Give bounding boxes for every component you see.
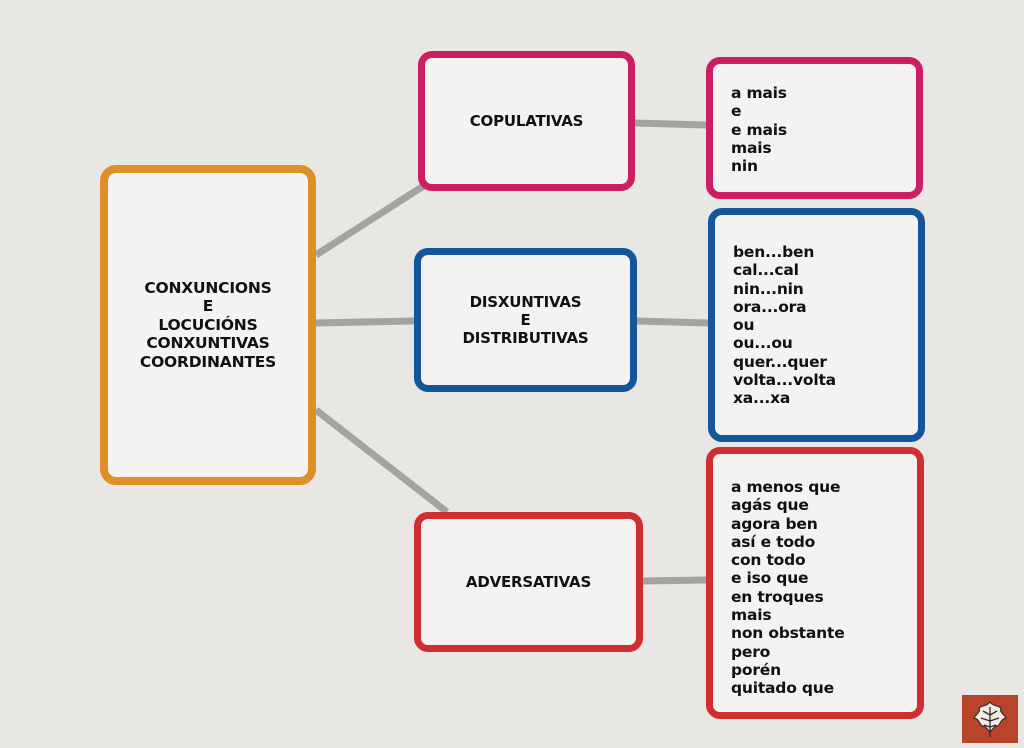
examples-list-copulativas: a mais e e mais mais nin	[706, 57, 923, 199]
list-item: non obstante	[731, 624, 845, 643]
root-title-line: E	[202, 297, 214, 316]
list-item: agás que	[731, 496, 809, 515]
list-item: mais	[731, 138, 772, 157]
list-item: xa...xa	[733, 389, 791, 408]
root-title: CONXUNCIONS E LOCUCIÓNS CONXUNTIVAS COOR…	[140, 279, 276, 372]
root-node: CONXUNCIONS E LOCUCIÓNS CONXUNTIVAS COOR…	[100, 165, 316, 485]
list-item: nin...nin	[733, 279, 804, 298]
list-item: a mais	[731, 84, 787, 102]
list-item: porén	[731, 660, 781, 679]
category-title-line: DISTRIBUTIVAS	[462, 329, 589, 347]
category-title-line: E	[520, 311, 531, 329]
category-title: COPULATIVAS	[470, 112, 584, 130]
root-title-line: COORDINANTES	[139, 352, 277, 371]
root-title-line: CONXUNCIONS	[144, 278, 272, 297]
list-item: ora...ora	[733, 297, 807, 316]
examples-list-disxuntivas: ben...ben cal...cal nin...nin ora...ora …	[708, 208, 925, 442]
connector-disxuntivas-list	[636, 317, 709, 327]
list-item: e iso que	[731, 569, 809, 588]
connector-root-adversativas	[313, 407, 450, 515]
category-node-copulativas: COPULATIVAS	[418, 51, 635, 191]
examples-list: a mais e e mais mais nin	[713, 64, 916, 175]
list-item: en troques	[731, 587, 824, 606]
category-node-disxuntivas: DISXUNTIVAS E DISTRIBUTIVAS	[414, 248, 637, 392]
list-item: quitado que	[731, 679, 834, 698]
connector-root-copulativas	[314, 182, 427, 258]
root-title-line: CONXUNTIVAS	[146, 334, 270, 353]
category-title: ADVERSATIVAS	[466, 573, 591, 591]
list-item: cal...cal	[733, 261, 799, 280]
connector-root-disxuntivas	[315, 317, 415, 327]
connector-adversativas-list	[642, 576, 707, 585]
list-item: ben...ben	[733, 243, 815, 261]
list-item: quer...quer	[733, 352, 827, 371]
list-item: mais	[731, 606, 772, 625]
list-item: a menos que	[731, 478, 841, 496]
examples-list: ben...ben cal...cal nin...nin ora...ora …	[715, 215, 918, 408]
list-item: e mais	[731, 120, 787, 139]
list-item: pero	[731, 642, 771, 661]
connector-copulativas-list	[634, 119, 707, 129]
examples-list: a menos que agás que agora ben así e tod…	[713, 454, 917, 698]
category-title-line: ADVERSATIVAS	[465, 573, 592, 591]
category-node-adversativas: ADVERSATIVAS	[414, 512, 643, 652]
list-item: ou	[733, 316, 755, 335]
examples-list-adversativas: a menos que agás que agora ben así e tod…	[706, 447, 924, 719]
root-title-line: LOCUCIÓNS	[158, 315, 258, 334]
list-item: ou...ou	[733, 334, 793, 353]
category-title-line: DISXUNTIVAS	[469, 293, 582, 311]
list-item: así e todo	[731, 532, 816, 551]
category-title-line: COPULATIVAS	[469, 112, 584, 130]
list-item: e	[731, 102, 742, 121]
list-item: volta...volta	[733, 371, 836, 390]
logo	[962, 695, 1018, 743]
list-item: agora ben	[731, 514, 818, 533]
leaf-icon	[973, 701, 1007, 737]
list-item: con todo	[731, 551, 806, 570]
list-item: nin	[731, 157, 758, 176]
category-title: DISXUNTIVAS E DISTRIBUTIVAS	[462, 293, 588, 347]
